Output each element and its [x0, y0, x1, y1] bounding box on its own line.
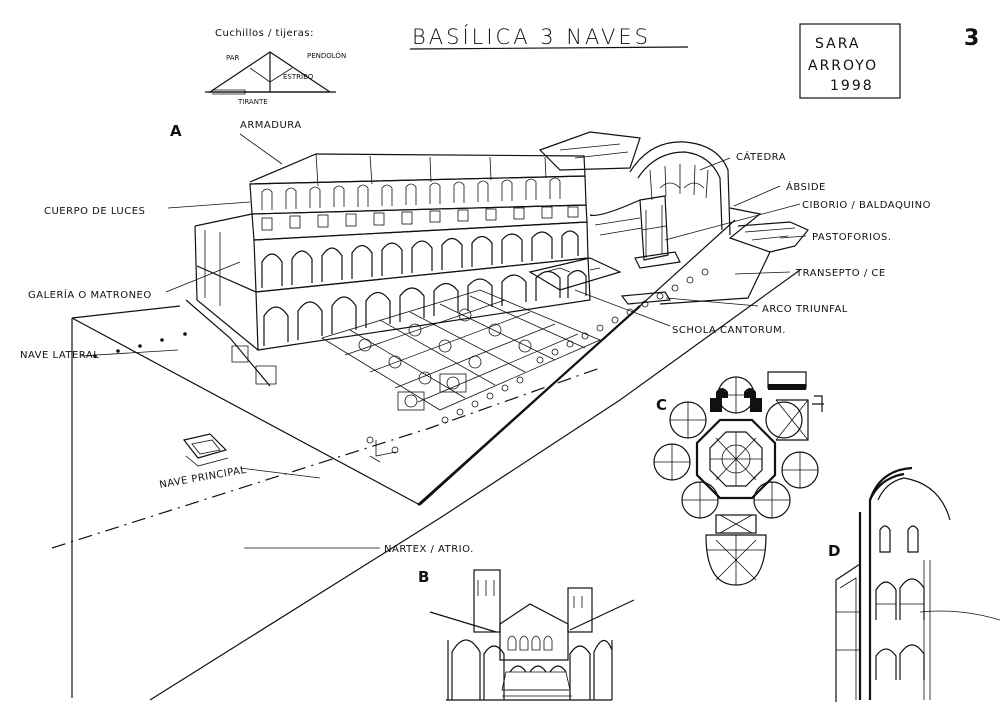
page-number: 3: [964, 26, 979, 51]
figure-d-section: D: [828, 466, 1000, 702]
figure-letter-d: D: [828, 542, 840, 560]
label-abside: ÁBSIDE: [786, 180, 826, 193]
author-year: 1998: [830, 78, 874, 94]
truss-title: Cuchillos / tijeras:: [215, 28, 314, 39]
truss-label-estribo: ESTRIBO: [283, 73, 314, 81]
leader-lines: [79, 133, 807, 549]
figure-letter-b: B: [418, 568, 429, 586]
label-cuerpo-luces: CUERPO DE LUCES: [44, 206, 145, 217]
truss-label-tirante: TIRANTE: [237, 98, 268, 106]
label-schola: SCHOLA CANTORUM.: [672, 325, 786, 336]
author-name: SARA: [815, 36, 860, 52]
label-nave-principal: NAVE PRINCIPAL: [159, 465, 248, 491]
label-arco-triunfal: ARCO TRIUNFAL: [762, 304, 848, 315]
label-ciborio: CIBORIO / BALDAQUINO: [802, 200, 931, 211]
figure-letter-c: C: [656, 396, 667, 414]
title-block: BASÍLICA 3 NAVES: [409, 24, 689, 50]
author-surname: ARROYO: [808, 58, 878, 74]
label-nave-lateral: NAVE LATERAL: [20, 350, 99, 361]
label-catedra: CÁTEDRA: [736, 150, 786, 163]
label-pastoforios: PASTOFORIOS.: [812, 232, 891, 243]
figure-a-labels: ARMADURA CUERPO DE LUCES GALERÍA O MATRO…: [20, 120, 931, 555]
truss-label-pendolon: PENDOLÓN: [307, 51, 346, 60]
figure-b-atrium: B: [418, 568, 635, 701]
page-title: BASÍLICA 3 NAVES: [412, 24, 651, 49]
label-nartex: NARTEX / ATRIO.: [384, 544, 474, 555]
label-armadura: ARMADURA: [240, 120, 302, 131]
figure-a-basilica: A: [51, 122, 809, 701]
truss-sketch: Cuchillos / tijeras: PAR PENDOLÓN ESTRIB…: [205, 28, 346, 106]
label-galeria: GALERÍA O MATRONEO: [28, 288, 152, 301]
truss-label-par: PAR: [226, 54, 240, 62]
author-box: SARA ARROYO 1998: [799, 23, 901, 99]
figure-c-plan: C: [653, 371, 824, 586]
label-transepto: TRANSEPTO / CE: [795, 268, 886, 279]
figure-letter-a: A: [170, 122, 182, 140]
